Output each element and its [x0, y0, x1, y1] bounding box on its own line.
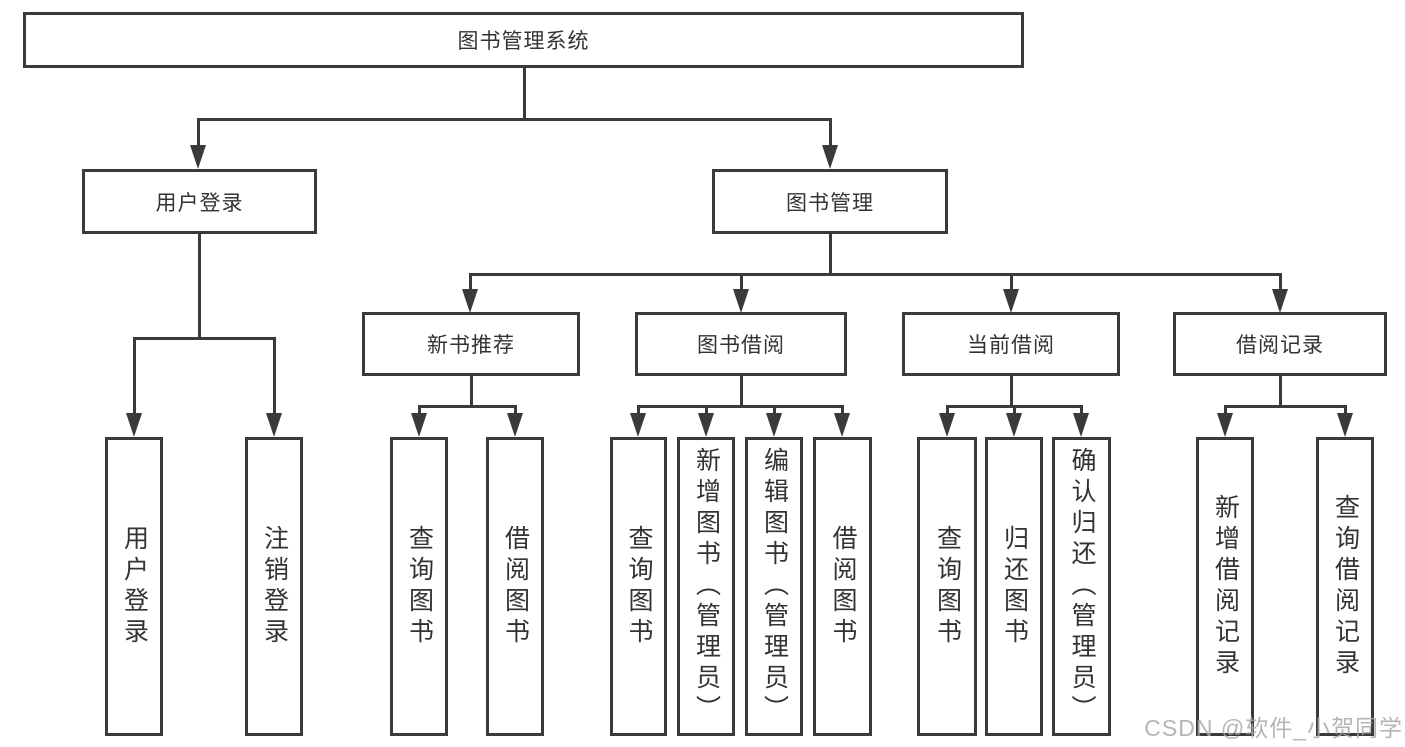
arrow-down-icon	[939, 413, 955, 437]
leaf-current-query-label: 查询图书	[933, 524, 962, 649]
arrow-down-icon	[507, 413, 523, 437]
leaf-borrow-query: 查询图书	[610, 437, 667, 736]
leaf-borrow-edit-admin-label: 编辑图书（管理员）	[760, 447, 789, 726]
leaf-records-add-label: 新增借阅记录	[1211, 493, 1240, 680]
node-root-label: 图书管理系统	[457, 30, 590, 53]
node-user-login: 用户登录	[82, 169, 317, 234]
leaf-borrow-add-admin-label: 新增图书（管理员）	[692, 447, 721, 726]
node-user-login-label: 用户登录	[155, 191, 244, 215]
leaf-current-return: 归还图书	[985, 437, 1043, 736]
arrow-down-icon	[1217, 413, 1233, 437]
arrow-down-icon	[1006, 413, 1022, 437]
leaf-borrow-borrow: 借阅图书	[813, 437, 872, 736]
arrow-down-icon	[733, 289, 749, 313]
connector-stem-user-login	[197, 118, 200, 148]
connector-stem	[705, 405, 708, 417]
connector-stem	[418, 405, 421, 417]
leaf-newbook-borrow: 借阅图书	[486, 437, 544, 736]
leaf-borrow-query-label: 查询图书	[625, 524, 653, 649]
connector-stem-book-borrow	[740, 273, 743, 291]
connector-stem-borrow-records	[1279, 273, 1282, 291]
connector-stem	[1013, 405, 1016, 417]
leaf-records-query-label: 查询借阅记录	[1331, 493, 1360, 680]
connector-stem-book-management	[829, 118, 832, 148]
leaf-borrow-edit-admin: 编辑图书（管理员）	[745, 437, 803, 736]
node-new-book-recommend-label: 新书推荐	[427, 334, 515, 357]
node-new-book-recommend: 新书推荐	[362, 312, 580, 376]
csdn-watermark: CSDN @软件_小贺同学	[1144, 715, 1403, 741]
leaf-records-add: 新增借阅记录	[1196, 437, 1254, 736]
arrow-down-icon	[1073, 413, 1089, 437]
leaf-user-login: 用户登录	[105, 437, 163, 736]
leaf-current-confirm-return-admin-label: 确认归还（管理员）	[1068, 447, 1096, 726]
arrow-down-icon	[766, 413, 782, 437]
leaf-current-return-label: 归还图书	[1000, 524, 1029, 649]
connector-stem	[637, 405, 640, 417]
node-current-borrow: 当前借阅	[902, 312, 1120, 376]
arrow-down-icon	[834, 413, 850, 437]
leaf-newbook-borrow-label: 借阅图书	[501, 524, 530, 649]
arrow-down-icon	[411, 413, 427, 437]
leaf-newbook-query-label: 查询图书	[405, 524, 434, 649]
connector-stem-current-borrow	[1010, 273, 1013, 291]
connector-stem	[1224, 405, 1227, 417]
leaf-records-query: 查询借阅记录	[1316, 437, 1374, 736]
node-root: 图书管理系统	[23, 12, 1024, 68]
arrow-down-icon	[630, 413, 646, 437]
connector-stem-new-book	[469, 273, 472, 291]
connector-user-login-stem	[198, 234, 201, 337]
leaf-current-confirm-return-admin: 确认归还（管理员）	[1052, 437, 1111, 736]
connector-root-hline	[197, 118, 832, 121]
connector-bookborrow-stem	[740, 376, 743, 405]
connector-stem	[514, 405, 517, 417]
connector-stem-leaf-user-login	[133, 337, 136, 417]
node-book-management-label: 图书管理	[786, 191, 874, 215]
node-current-borrow-label: 当前借阅	[967, 334, 1055, 357]
node-borrow-records: 借阅记录	[1173, 312, 1387, 376]
leaf-borrow-borrow-label: 借阅图书	[829, 524, 857, 649]
connector-book-management-hline	[469, 273, 1282, 276]
connector-bookborrow-hline	[637, 405, 844, 408]
leaf-newbook-query: 查询图书	[390, 437, 448, 736]
connector-newbook-stem	[470, 376, 473, 405]
leaf-user-login-label: 用户登录	[120, 524, 149, 649]
leaf-logout-label: 注销登录	[260, 524, 289, 649]
arrow-down-icon	[822, 145, 838, 169]
node-book-borrow: 图书借阅	[635, 312, 847, 376]
arrow-down-icon	[1337, 413, 1353, 437]
leaf-logout: 注销登录	[245, 437, 303, 736]
connector-book-management-stem	[829, 234, 832, 273]
arrow-down-icon	[266, 413, 282, 437]
connector-stem	[1344, 405, 1347, 417]
arrow-down-icon	[126, 413, 142, 437]
connector-stem	[773, 405, 776, 417]
leaf-borrow-add-admin: 新增图书（管理员）	[677, 437, 735, 736]
node-book-borrow-label: 图书借阅	[697, 334, 785, 357]
connector-root-stem	[523, 68, 526, 118]
connector-user-login-hline	[133, 337, 276, 340]
arrow-down-icon	[698, 413, 714, 437]
connector-stem	[946, 405, 949, 417]
connector-records-stem	[1279, 376, 1282, 405]
connector-newbook-hline	[418, 405, 517, 408]
connector-stem	[1080, 405, 1083, 417]
leaf-current-query: 查询图书	[917, 437, 977, 736]
arrow-down-icon	[1272, 289, 1288, 313]
connector-currentborrow-stem	[1010, 376, 1013, 405]
node-borrow-records-label: 借阅记录	[1236, 334, 1324, 357]
connector-records-hline	[1224, 405, 1346, 408]
arrow-down-icon	[190, 145, 206, 169]
connector-stem-leaf-logout	[273, 337, 276, 417]
arrow-down-icon	[1003, 289, 1019, 313]
arrow-down-icon	[462, 289, 478, 313]
node-book-management: 图书管理	[712, 169, 948, 234]
connector-stem	[841, 405, 844, 417]
